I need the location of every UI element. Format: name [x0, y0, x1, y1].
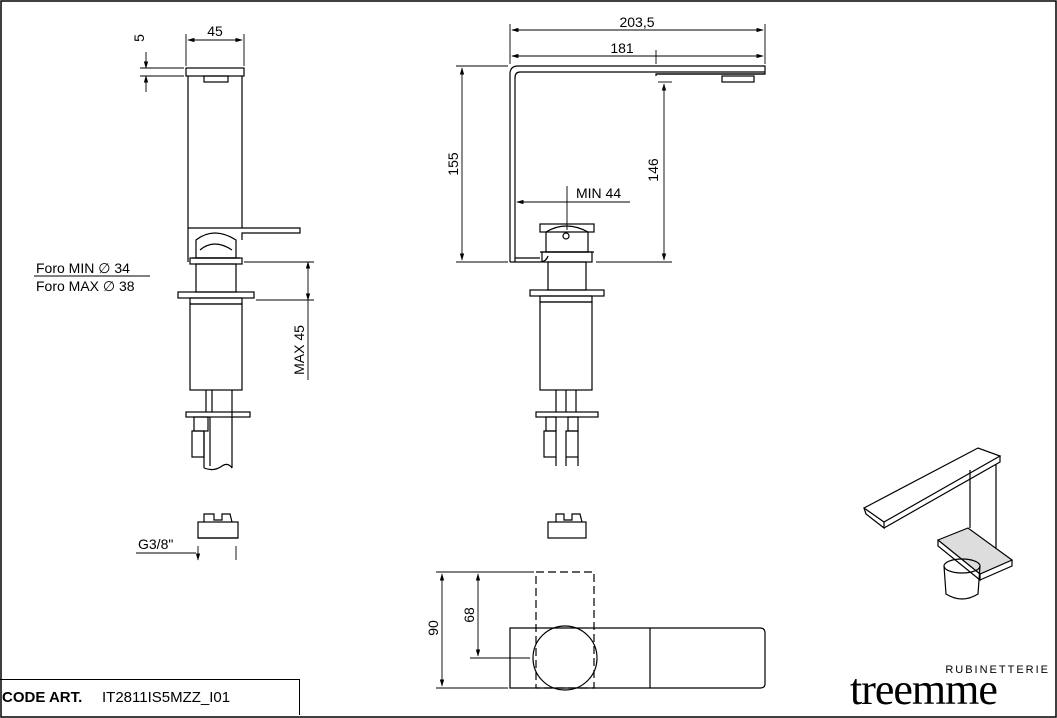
side-width-dim: 45 — [207, 23, 223, 39]
code-article-value: IT2811IS5MZZ_I01 — [102, 689, 231, 706]
spout-height-dim: 146 — [645, 158, 661, 182]
perspective-view — [862, 447, 1014, 600]
brand-logo: RUBINETTERIE treemme — [846, 664, 1052, 714]
code-article-box: CODE ART. IT2811IS5MZZ_I01 — [0, 679, 300, 715]
plan-view — [509, 571, 766, 691]
spout-length-dim: 181 — [610, 40, 634, 56]
plan-center-dim: 68 — [461, 607, 477, 623]
connection-label: G3/8" — [138, 536, 173, 552]
plan-view-dimensions — [436, 571, 534, 689]
front-connection-detail — [547, 513, 587, 539]
max-deck-dim: MAX 45 — [291, 325, 307, 375]
brand-subtitle: RUBINETTERIE — [945, 664, 1050, 676]
side-view — [177, 67, 301, 471]
side-view-dimensions — [34, 34, 314, 561]
front-view-dimensions — [456, 24, 766, 263]
side-top-dim: 5 — [131, 34, 147, 42]
overall-length-dim: 203,5 — [619, 14, 654, 30]
connection-detail — [197, 513, 239, 539]
front-view — [509, 65, 766, 466]
plan-depth-dim: 90 — [425, 620, 441, 636]
hole-min-label: Foro MIN ∅ 34 — [36, 260, 130, 276]
brand-name: treemme — [850, 665, 998, 714]
hole-max-label: Foro MAX ∅ 38 — [36, 278, 135, 294]
code-article-label: CODE ART. — [2, 689, 83, 706]
overall-height-dim: 155 — [445, 152, 461, 176]
min-distance-dim: MIN 44 — [576, 185, 621, 201]
